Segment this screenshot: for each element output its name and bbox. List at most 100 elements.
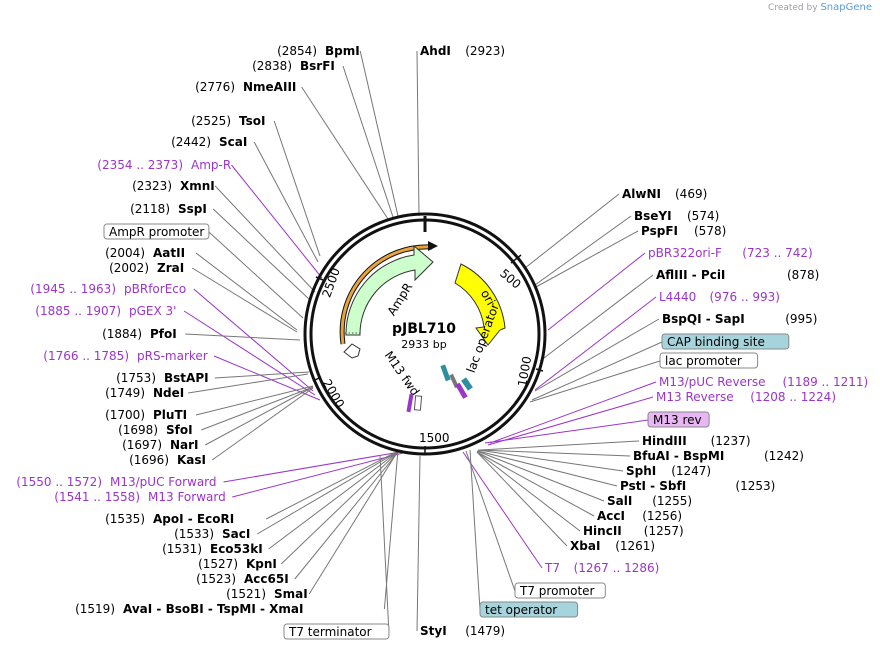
site-pos-pfoi: (1884)	[102, 327, 142, 341]
site-pos-sali: (1255)	[652, 494, 692, 508]
site-name-pbrforeco: pBRforEco	[124, 282, 186, 296]
site-pos-ndei: (1749)	[105, 386, 145, 400]
connector-bsrfi	[342, 65, 394, 218]
ampr-label: AmpR	[384, 280, 415, 318]
connector-scai	[253, 141, 319, 263]
site-name-bseyi: BseYI	[634, 209, 672, 223]
connector-lines	[183, 50, 663, 633]
connector-pfoi	[185, 333, 301, 341]
connector-xmni	[214, 185, 316, 293]
site-name-bstapi: BstAPI	[164, 371, 209, 385]
site-name-bpmi: BpmI	[325, 44, 360, 58]
connector-sspi	[212, 208, 311, 301]
site-pos-pbr322ori-f: (723 .. 742)	[742, 246, 812, 260]
connector-l4440	[534, 296, 657, 391]
small-feature-marks	[406, 364, 473, 413]
site-name-eco53ki: Eco53kI	[210, 542, 263, 556]
site-pos-sspi: (2118)	[130, 202, 170, 216]
connector-m13-puc-forward	[223, 451, 401, 483]
site-name-ahdi: AhdI	[420, 44, 451, 58]
connector-hincii	[476, 451, 581, 532]
site-pos-kasi: (1696)	[129, 453, 169, 467]
connector-nmeaiii	[301, 86, 389, 220]
feature-box-tet-operator	[479, 601, 579, 618]
connector-hindiii	[479, 440, 640, 451]
connector-m13-rev	[484, 419, 649, 444]
feature-label-t7-terminator: T7 terminator	[288, 625, 372, 639]
site-pos-bsrfi: (2838)	[252, 59, 292, 73]
site-pos-scai: (2442)	[171, 135, 211, 149]
site-name-bspqi-sapi: BspQI - SapI	[662, 312, 745, 326]
feature-label-tet-operator: tet operator	[485, 603, 557, 617]
tick-2000: 2000	[320, 377, 347, 410]
connector-psti-sbfi	[477, 450, 618, 487]
connector-amp-r	[231, 164, 323, 279]
site-pos-eco53ki: (1531)	[162, 542, 202, 556]
site-name-xbai: XbaI	[570, 539, 600, 553]
site-name-kpni: KpnI	[246, 557, 277, 571]
connector-ndei	[188, 373, 309, 394]
site-name-smai: SmaI	[274, 587, 308, 601]
site-name-xmni: XmnI	[180, 179, 215, 193]
connector-acci	[476, 451, 595, 517]
site-pos-alwni: (469)	[675, 187, 707, 201]
site-name-pspfi: PspFI	[641, 224, 678, 238]
site-pos-hincii: (1257)	[644, 524, 684, 538]
site-pos-prs-marker: (1766 .. 1785)	[43, 349, 129, 363]
site-name-m13-reverse: M13 Reverse	[656, 390, 734, 404]
connector-bfuai-bspmi	[478, 449, 631, 457]
site-name-styi: StyI	[420, 624, 447, 638]
site-name-l4440: L4440	[659, 290, 696, 304]
site-pos-sfoi: (1698)	[118, 423, 158, 437]
connector-bseyi	[534, 215, 632, 286]
connector-pbrforeco	[193, 288, 314, 392]
site-name-alwni: AlwNI	[622, 187, 661, 201]
site-pos-m13-reverse: (1208 .. 1224)	[750, 390, 836, 404]
connector-tet-operator	[469, 449, 481, 611]
connector-kpni	[280, 450, 400, 565]
ori-feature	[454, 263, 506, 346]
site-name-acci: AccI	[597, 509, 625, 523]
feature-box-m13-rev	[647, 411, 710, 428]
feature-box-t7-terminator	[283, 623, 390, 640]
connector-afliii-pcii	[539, 274, 654, 362]
site-pos-xmni: (2323)	[132, 179, 172, 193]
site-pos-bspqi-sapi: (995)	[785, 312, 817, 326]
connector-kasi	[211, 387, 314, 461]
site-name-amp-r: Amp-R	[191, 158, 231, 172]
tick-1000: 1000	[515, 355, 534, 388]
site-pos-avai-bsobi-tspmi-xmai: (1519)	[75, 602, 115, 616]
site-pos-bpmi: (2854)	[277, 44, 317, 58]
site-pos-sphi: (1247)	[671, 464, 711, 478]
connector-eco53ki	[268, 450, 400, 550]
site-pos-kpni: (1527)	[198, 557, 238, 571]
site-pos-acci: (1256)	[642, 509, 682, 523]
site-labels: BpmI(2854)BsrFI(2838)NmeAIII(2776)TsoI(2…	[16, 44, 869, 640]
connector-pspfi	[535, 230, 639, 288]
site-name-scai: ScaI	[219, 135, 247, 149]
connector-sphi	[477, 449, 624, 472]
connector-bpmi	[359, 50, 399, 217]
site-pos-zrai: (2002)	[109, 261, 149, 275]
site-pos-saci: (1533)	[174, 527, 214, 541]
ampr-orange-arc	[340, 245, 433, 345]
site-name-acc65i: Acc65I	[244, 572, 289, 586]
site-pos-pbrforeco: (1945 .. 1963)	[30, 282, 116, 296]
site-pos-pgex-3: (1885 .. 1907)	[35, 304, 121, 318]
site-name-m13-puc-reverse: M13/pUC Reverse	[659, 375, 766, 389]
plasmid-name: pJBL710	[392, 321, 456, 337]
snapgene-credit: Created by SnapGene	[768, 2, 872, 13]
site-pos-m13-puc-reverse: (1189 .. 1211)	[783, 375, 869, 389]
feature-box-t7-promoter	[514, 582, 606, 599]
connector-sali	[476, 450, 605, 502]
site-pos-xbai: (1261)	[615, 539, 655, 553]
site-name-zrai: ZraI	[157, 261, 184, 275]
site-name-apoi-ecori: ApoI - EcoRI	[153, 512, 234, 526]
site-name-hindiii: HindIII	[642, 434, 687, 448]
connector-pgex-3	[183, 310, 316, 396]
site-name-saci: SacI	[222, 527, 250, 541]
site-pos-t7: (1267 .. 1286)	[574, 561, 660, 575]
m13-fwd-label: M13 fwd	[382, 349, 423, 399]
site-pos-tsoi: (2525)	[191, 114, 231, 128]
